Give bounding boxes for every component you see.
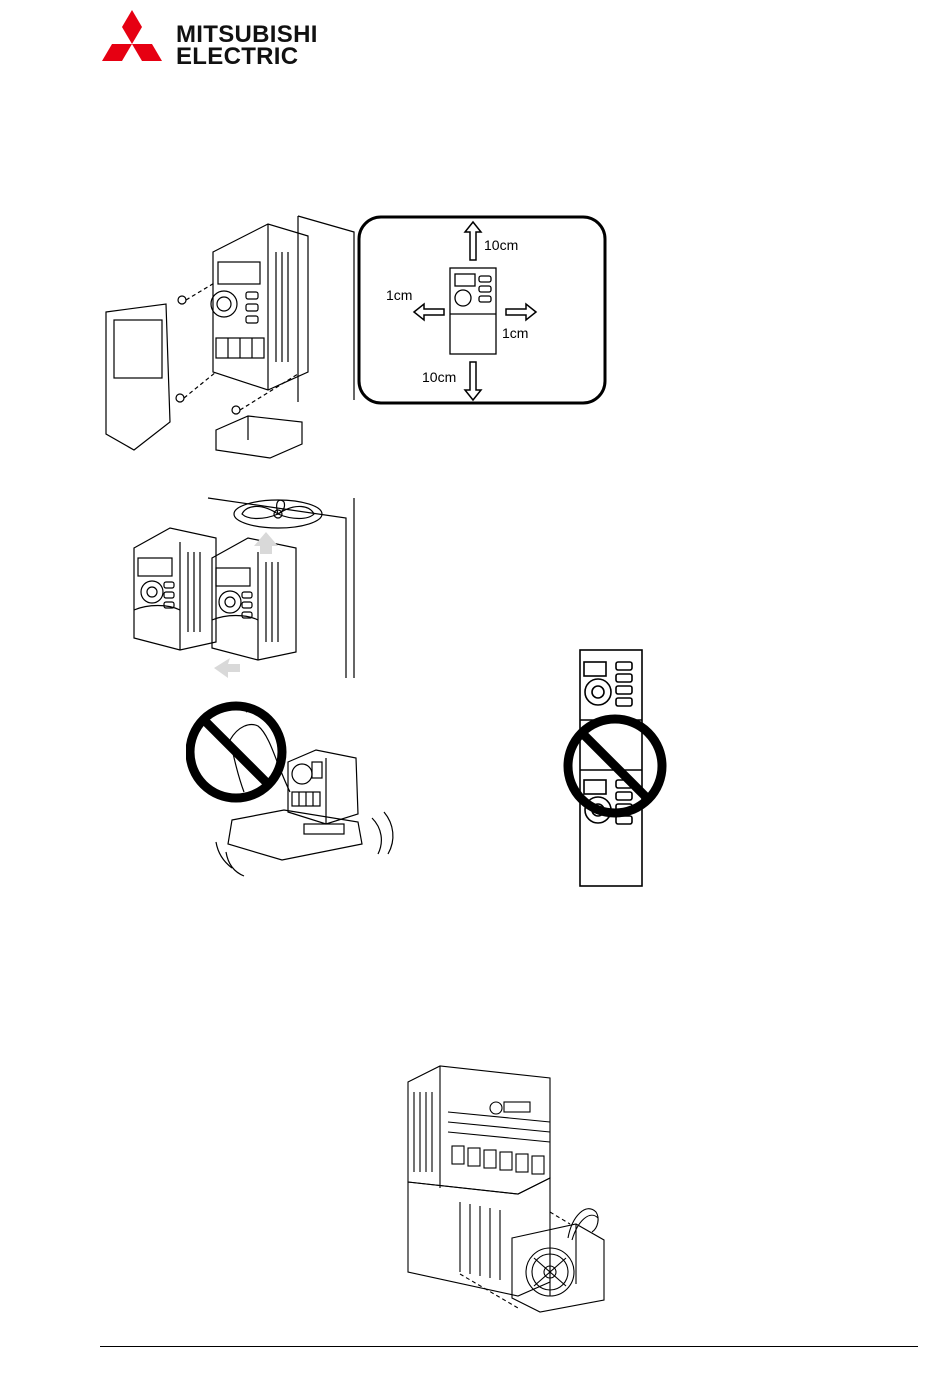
clearance-figure: 10cm 10cm 1cm 1cm (356, 214, 610, 408)
no-vibration-figure (186, 692, 408, 884)
brand-line-2: ELECTRIC (176, 46, 318, 68)
footer-divider (100, 1346, 918, 1347)
clearance-left-label: 1cm (386, 287, 412, 303)
brand-wordmark: MITSUBISHI ELECTRIC (176, 24, 318, 68)
cooling-fan-figure (128, 492, 358, 684)
no-stacking-figure (552, 648, 678, 890)
clearance-bottom-label: 10cm (422, 369, 456, 385)
clearance-right-label: 1cm (502, 325, 528, 341)
fan-replacement-figure (400, 1062, 612, 1314)
installation-exploded-figure (98, 212, 360, 464)
clearance-top-label: 10cm (484, 237, 518, 253)
mitsubishi-logo-mark (96, 8, 168, 72)
